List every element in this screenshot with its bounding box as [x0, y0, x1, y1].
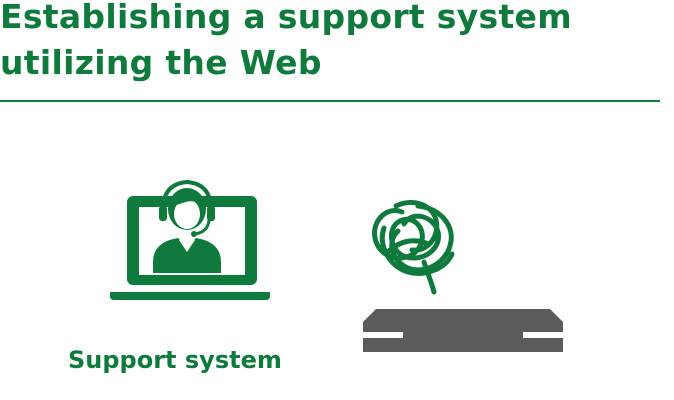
- page-title-line-1: Establishing a support system: [0, 0, 572, 36]
- headset-operator-icon: [153, 179, 221, 273]
- tangled-scribble-icon: [372, 200, 455, 295]
- set-top-box-icon: [363, 309, 563, 352]
- laptop-with-operator-icon: [110, 179, 270, 300]
- page-title-line-2: utilizing the Web: [0, 43, 322, 82]
- support-system-caption: Support system: [68, 346, 282, 374]
- title-divider: [0, 100, 660, 102]
- page-title: Establishing a support system utilizing …: [0, 0, 674, 86]
